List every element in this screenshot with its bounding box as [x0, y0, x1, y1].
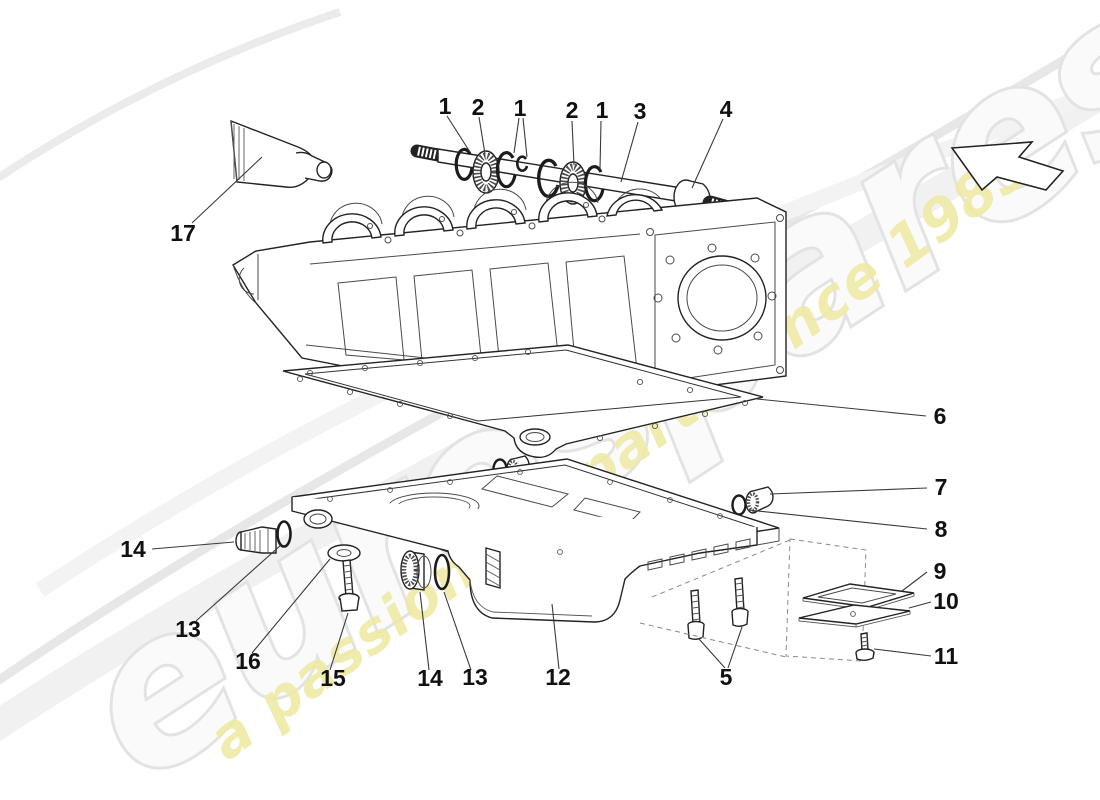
- circlip: [583, 165, 605, 203]
- circlip: [454, 147, 474, 181]
- callout-label: 14: [417, 665, 443, 691]
- callout-label: 1: [439, 93, 452, 119]
- bolts-5: [687, 577, 749, 640]
- callout-label: 12: [545, 664, 571, 690]
- callout-label: 1: [514, 95, 527, 121]
- washer: [327, 544, 361, 562]
- circlip: [537, 158, 560, 199]
- swoosh-curve-top: [0, 8, 342, 182]
- sealant-tube: [230, 119, 333, 189]
- callout-leaders: [151, 115, 932, 671]
- o-ring: [731, 494, 747, 516]
- sump-gasket: [282, 344, 764, 459]
- drain-boss: [303, 509, 333, 529]
- callout-label: 3: [634, 98, 647, 124]
- clip: [515, 155, 529, 172]
- swoosh-band: [0, 77, 1100, 742]
- drain-plug-left: [235, 520, 292, 554]
- callout-label: 15: [320, 665, 346, 691]
- callout-label: 9: [934, 558, 947, 584]
- screw-11: [855, 632, 875, 661]
- baffle-plate-9: [802, 583, 915, 611]
- projection-box: [639, 538, 867, 662]
- callout-label: 13: [462, 664, 488, 690]
- callout-label: 1: [596, 97, 609, 123]
- callout-label: 4: [720, 96, 733, 122]
- callout-label: 17: [170, 220, 196, 246]
- callout-label: 8: [935, 516, 948, 542]
- direction-arrow-icon: [950, 141, 1065, 192]
- callout-label: 2: [566, 97, 579, 123]
- bolt-15: [338, 559, 360, 612]
- callout-labels: 1 2 1 2 1 3 4 17 6 7 8 9 10 11 14 13 16 …: [120, 93, 959, 691]
- callout-label: 16: [235, 648, 261, 674]
- o-ring: [433, 553, 451, 591]
- callout-label: 2: [472, 94, 485, 120]
- plug-center: [400, 550, 451, 591]
- callout-label: 10: [933, 588, 959, 614]
- callout-label: 11: [934, 643, 959, 669]
- oil-sump-pan: [291, 458, 780, 623]
- callout-label: 14: [120, 536, 146, 562]
- callout-label: 7: [935, 474, 948, 500]
- callout-label: 13: [175, 616, 201, 642]
- o-ring: [276, 520, 292, 548]
- callout-label: 6: [934, 403, 947, 429]
- callout-label: 5: [720, 664, 733, 690]
- baffle-plate-10: [798, 604, 911, 628]
- circlip: [495, 151, 517, 189]
